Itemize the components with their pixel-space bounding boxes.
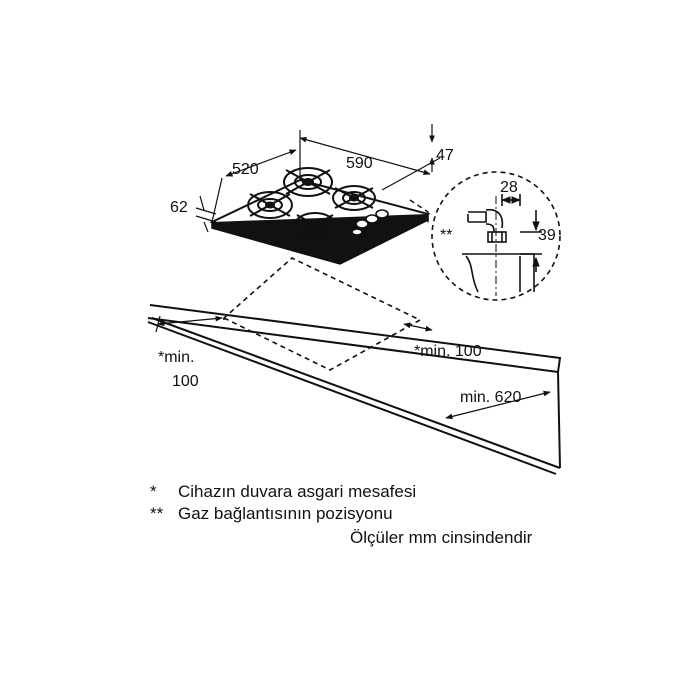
worktop-depth-dim: [445, 390, 551, 420]
control-knobs: [351, 209, 389, 236]
legend-item-gas-position: ** Gaz bağlantısının pozisyonu: [150, 504, 393, 524]
detail-leader: [409, 199, 429, 226]
legend-mark: **: [150, 504, 164, 523]
hob-dims: [195, 124, 441, 233]
worktop-depth-label: min. 620: [460, 389, 521, 406]
gas-connection-detail: [431, 171, 561, 301]
burner-front-left: [247, 191, 293, 219]
back-offset-label: 47: [436, 147, 454, 164]
connector-vertical-label: 39: [538, 227, 556, 244]
burner-front-center: [294, 212, 336, 238]
connector-marker: **: [440, 227, 452, 244]
left-clearance-label-1: *min.: [158, 349, 194, 366]
left-clearance-label-2: 100: [172, 373, 199, 390]
hob: [209, 167, 431, 265]
legend-mark: *: [150, 482, 157, 501]
worktop: [147, 304, 562, 475]
units-note: Ölçüler mm cinsindendir: [350, 528, 533, 547]
right-clearance-dim: [403, 322, 433, 332]
depth-label: 520: [232, 161, 259, 178]
right-clearance-label: *min. 100: [414, 343, 482, 360]
burner-back-right: [332, 185, 376, 211]
left-clearance-dim: [155, 315, 223, 333]
height-label: 62: [170, 199, 188, 216]
cutout-outline: [222, 257, 422, 371]
legend-text: Cihazın duvara asgari mesafesi: [178, 482, 417, 501]
legend-text: Gaz bağlantısının pozisyonu: [178, 504, 393, 523]
width-label: 590: [346, 155, 373, 172]
legend-item-min-distance: * Cihazın duvara asgari mesafesi: [150, 482, 416, 502]
connector-horizontal-label: 28: [500, 179, 518, 196]
